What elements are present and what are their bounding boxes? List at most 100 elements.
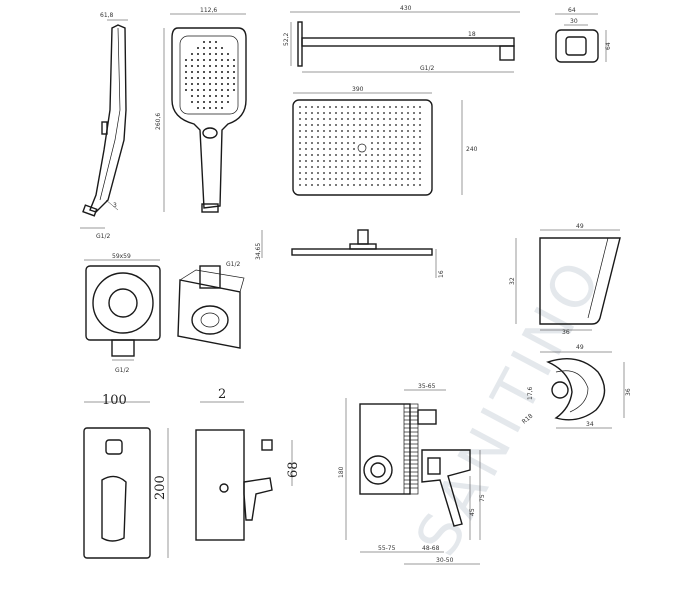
nozzle-dot: [311, 106, 313, 108]
nozzle-dot: [299, 160, 301, 162]
head-top-height-label: 240: [466, 146, 478, 153]
nozzle-dot: [377, 136, 379, 138]
nozzle-dot: [323, 118, 325, 120]
hand-side-width-label: 61,8: [100, 12, 114, 19]
nozzle-dot: [401, 106, 403, 108]
nozzle-dot: [419, 148, 421, 150]
nozzle-dot: [377, 172, 379, 174]
plate-side-body: [195, 429, 245, 541]
nozzle-dot: [359, 172, 361, 174]
mixer-lever: [101, 475, 127, 542]
nozzle-dot: [335, 142, 337, 144]
rain-head-connector: [357, 229, 369, 245]
rain-head-top-view: 390 240: [292, 86, 478, 196]
nozzle-dot: [341, 124, 343, 126]
nozzle-dot: [389, 124, 391, 126]
elbow-front-ring: [191, 305, 229, 335]
nozzle-dot: [341, 178, 343, 180]
nozzle-dot: [341, 154, 343, 156]
box-bottom-mid-label: 48-68: [422, 545, 440, 552]
nozzle-dot: [419, 112, 421, 114]
nozzle-dot: [227, 89, 229, 91]
nozzle-dot: [311, 136, 313, 138]
hand-shower-head-outline: [171, 27, 247, 209]
nozzle-dot: [335, 160, 337, 162]
nozzle-dot: [191, 71, 193, 73]
outlet-plate: [555, 29, 599, 63]
nozzle-dot: [311, 124, 313, 126]
nozzle-dot: [197, 95, 199, 97]
nozzle-dot: [383, 124, 385, 126]
nozzle-dot: [185, 83, 187, 85]
nozzle-dot: [413, 166, 415, 168]
nozzle-dot: [323, 142, 325, 144]
nozzle-dot: [419, 178, 421, 180]
nozzle-dot: [413, 118, 415, 120]
nozzle-dot: [353, 178, 355, 180]
nozzle-dot: [353, 106, 355, 108]
nozzle-dot: [359, 106, 361, 108]
nozzle-dot: [389, 178, 391, 180]
nozzle-dot: [347, 184, 349, 186]
nozzle-dot: [329, 130, 331, 132]
nozzle-dot: [329, 106, 331, 108]
nozzle-dot: [365, 166, 367, 168]
nozzle-dot: [371, 166, 373, 168]
nozzle-dot: [353, 166, 355, 168]
nozzle-dot: [329, 118, 331, 120]
nozzle-dot: [317, 154, 319, 156]
nozzle-dot: [395, 130, 397, 132]
arm-thread-label: G1/2: [420, 65, 434, 72]
nozzle-dot: [329, 178, 331, 180]
nozzle-dot: [221, 77, 223, 79]
nozzle-dot: [413, 112, 415, 114]
plate-side-height-label: 68: [286, 461, 301, 478]
nozzle-dot: [335, 136, 337, 138]
nozzle-dot: [215, 71, 217, 73]
nozzle-dot: [317, 142, 319, 144]
holder-side-bottom-label: 36: [562, 329, 570, 336]
nozzle-dot: [227, 71, 229, 73]
nozzle-dot: [185, 77, 187, 79]
nozzle-dot: [347, 160, 349, 162]
nozzle-dot: [341, 166, 343, 168]
nozzle-dot: [359, 124, 361, 126]
nozzle-dot: [185, 65, 187, 67]
nozzle-dot: [317, 178, 319, 180]
nozzle-dot: [407, 136, 409, 138]
elbow-inner-ring: [108, 288, 138, 318]
nozzle-dot: [365, 130, 367, 132]
nozzle-dot: [197, 65, 199, 67]
nozzle-dot: [215, 59, 217, 61]
nozzle-dot: [311, 166, 313, 168]
nozzle-dot: [413, 136, 415, 138]
nozzle-dot: [197, 47, 199, 49]
nozzle-dot: [347, 130, 349, 132]
nozzle-dot: [305, 148, 307, 150]
nozzle-dot: [299, 124, 301, 126]
nozzle-dot: [311, 142, 313, 144]
nozzle-dot: [299, 112, 301, 114]
hand-side-thread-label: G1/2: [96, 233, 110, 240]
nozzle-dot: [371, 154, 373, 156]
nozzle-dot: [191, 65, 193, 67]
nozzle-dot: [413, 172, 415, 174]
wall-outlet-view: 64 30 64: [555, 7, 612, 63]
nozzle-dot: [413, 124, 415, 126]
nozzle-dot: [233, 83, 235, 85]
hand-shower-mode-button: [202, 127, 218, 139]
nozzle-dot: [341, 112, 343, 114]
hand-shower-side-view: 61,8 3 G1/2: [80, 12, 128, 240]
nozzle-dot: [299, 166, 301, 168]
elbow-top-thread: [199, 265, 221, 289]
nozzle-dot: [341, 106, 343, 108]
rain-head-joint: [349, 243, 377, 250]
nozzle-dot: [311, 178, 313, 180]
box-bottom-right-label: 30-50: [436, 557, 454, 564]
nozzle-dot: [353, 124, 355, 126]
nozzle-dot: [389, 172, 391, 174]
nozzle-dot: [353, 112, 355, 114]
nozzle-dot: [215, 47, 217, 49]
box-bottom-left-label: 55-75: [378, 545, 396, 552]
